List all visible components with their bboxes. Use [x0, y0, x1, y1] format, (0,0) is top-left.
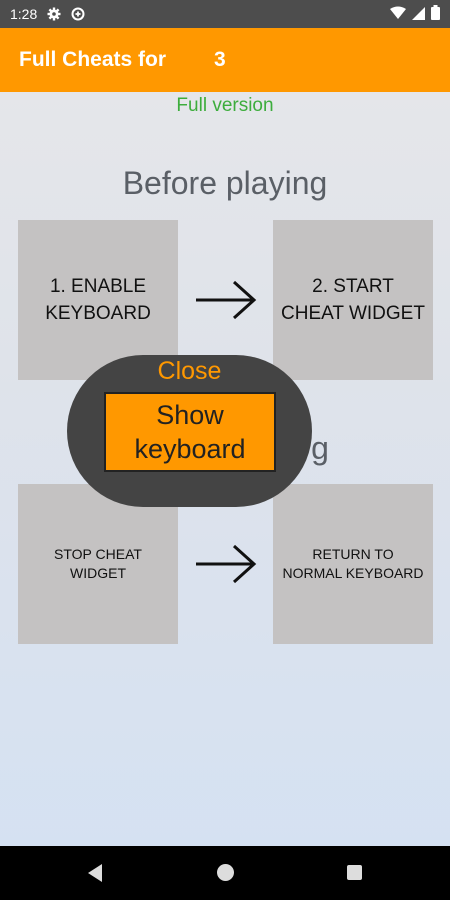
status-time: 1:28	[10, 6, 38, 22]
recents-icon[interactable]	[347, 865, 362, 880]
section-title-after: g	[0, 430, 450, 467]
back-icon[interactable]	[86, 863, 104, 883]
app-title: Full Cheats for	[19, 48, 167, 71]
arrow-right-icon	[196, 544, 257, 584]
start-cheat-widget-card[interactable]: 2. START CHEAT WIDGET	[273, 220, 433, 380]
section-title-before: Before playing	[122, 165, 328, 201]
app-title-number: 3	[214, 48, 226, 71]
return-to-normal-keyboard-label: RETURN TO NORMAL KEYBOARD	[282, 546, 424, 581]
stop-cheat-widget-label: STOP CHEAT WIDGET	[54, 546, 142, 581]
arrow-right-icon	[196, 280, 257, 320]
status-bar: 1:28	[0, 0, 450, 28]
wifi-icon	[390, 6, 406, 23]
section-title-after-visible: g	[311, 430, 329, 466]
enable-keyboard-card[interactable]: 1. ENABLE KEYBOARD	[18, 220, 178, 380]
show-keyboard-button[interactable]: Show keyboard	[104, 392, 276, 472]
full-version-label: Full version	[176, 95, 274, 116]
battery-icon	[431, 5, 440, 23]
return-to-normal-keyboard-card[interactable]: RETURN TO NORMAL KEYBOARD	[273, 484, 433, 644]
start-cheat-widget-label: 2. START CHEAT WIDGET	[281, 276, 425, 324]
navigation-bar	[0, 846, 450, 900]
close-button[interactable]: Close	[157, 357, 222, 385]
gear-icon	[47, 7, 61, 21]
stop-cheat-widget-card[interactable]: STOP CHEAT WIDGET	[18, 484, 178, 644]
home-icon[interactable]	[217, 864, 234, 881]
cellular-icon	[412, 6, 425, 23]
app-bar: Full Cheats for 3	[0, 28, 450, 92]
enable-keyboard-label: 1. ENABLE KEYBOARD	[45, 276, 151, 324]
cheat-widget-overlay[interactable]: Close Show keyboard	[67, 355, 312, 507]
data-saver-icon	[71, 7, 85, 21]
